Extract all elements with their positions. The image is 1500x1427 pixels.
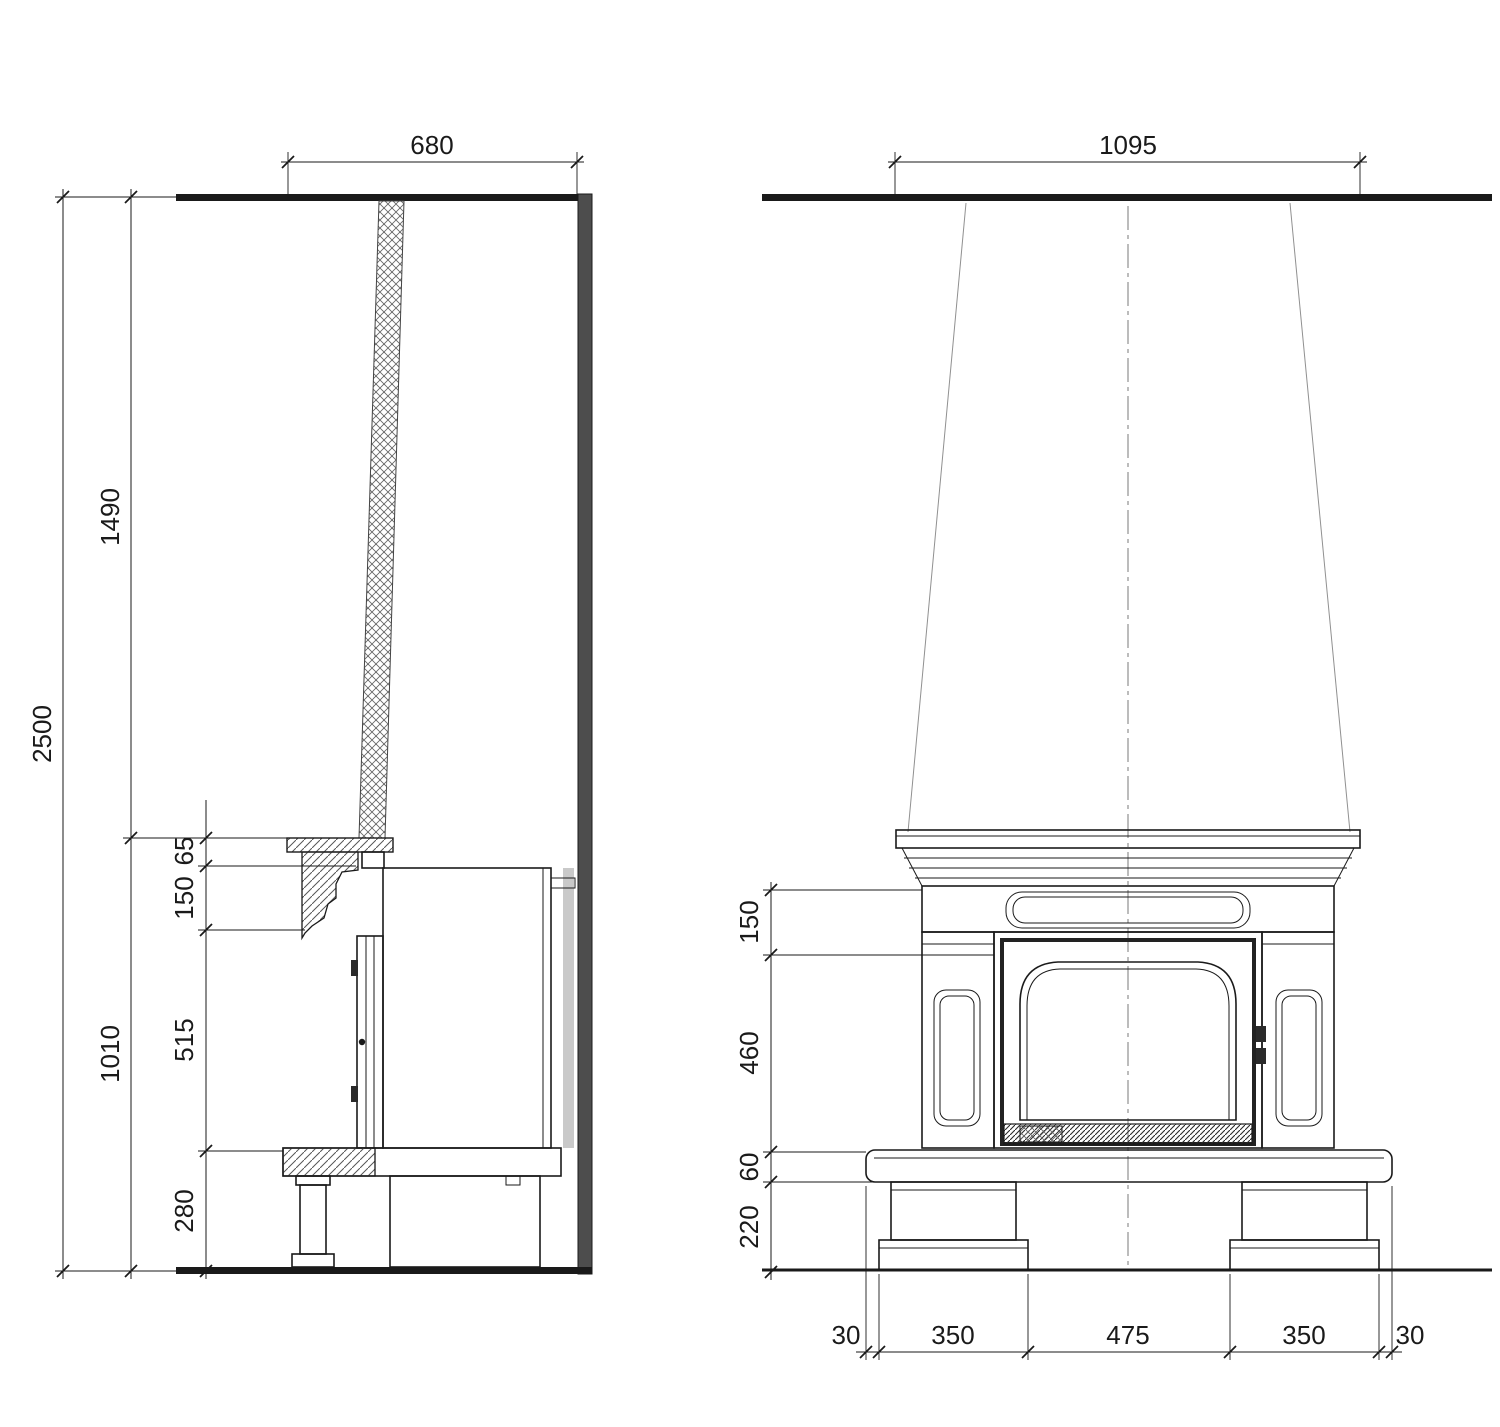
front-grill-strip [1003, 1123, 1253, 1145]
side-ceiling-line [176, 194, 592, 201]
dim-label-350-left: 350 [931, 1320, 974, 1350]
side-door-hinge-bottom [351, 1086, 358, 1102]
front-firebox-door [993, 931, 1266, 1149]
dim-label-220: 220 [734, 1205, 764, 1248]
front-door-hinge-top [1256, 1026, 1266, 1042]
side-wall-anchor [550, 877, 576, 889]
front-door-glass-arch [1019, 961, 1237, 1121]
front-column-right-panel [1275, 989, 1323, 1127]
front-view: 1095 150 460 60 220 [734, 130, 1492, 1360]
front-foot-right [1229, 1181, 1380, 1271]
side-wall-gap-strip [563, 868, 574, 1148]
side-foot-base [291, 1253, 335, 1268]
side-foot-body [299, 1184, 327, 1255]
dim-label-30-left: 30 [832, 1320, 861, 1350]
front-ceiling-line [762, 194, 1492, 201]
side-door-hinge-top [351, 960, 358, 976]
hood-taper-left [907, 202, 967, 833]
dim-label-1095: 1095 [1099, 130, 1157, 160]
side-foot-cap [295, 1175, 331, 1186]
dim-label-1010: 1010 [95, 1025, 125, 1083]
side-crown-molding-profile [301, 851, 359, 941]
dim-label-150-front: 150 [734, 900, 764, 943]
hood-taper-right [1289, 202, 1351, 833]
dim-label-350-right: 350 [1282, 1320, 1325, 1350]
side-chimney-flue [358, 200, 405, 839]
front-column-left [921, 931, 995, 1149]
dim-label-30-right: 30 [1396, 1320, 1425, 1350]
side-mantel-shelf-section [286, 837, 394, 941]
dim-label-60: 60 [734, 1153, 764, 1182]
side-flue-connector [361, 851, 385, 869]
dim-label-460: 460 [734, 1031, 764, 1074]
side-dimensions: 680 2500 1490 1010 [27, 130, 584, 1279]
dim-label-1490: 1490 [95, 488, 125, 546]
front-mantel [895, 829, 1361, 933]
front-grill-ornament [1019, 1125, 1063, 1143]
dim-label-150-side: 150 [169, 876, 199, 919]
front-door-hinge-bottom [1256, 1048, 1266, 1064]
dim-label-65: 65 [169, 837, 199, 866]
side-pedestal [389, 1175, 541, 1268]
side-wall-section [577, 193, 593, 1275]
front-column-left-panel [933, 989, 981, 1127]
front-frieze-panel [1005, 891, 1251, 929]
dim-label-280: 280 [169, 1189, 199, 1232]
dim-label-680: 680 [410, 130, 453, 160]
side-pedestal-notch [505, 1175, 521, 1186]
side-floor-line [176, 1267, 592, 1274]
front-dimensions: 1095 150 460 60 220 [734, 130, 1424, 1360]
dim-label-475: 475 [1106, 1320, 1149, 1350]
side-firebox [351, 867, 576, 1149]
front-foot-left [878, 1181, 1029, 1271]
dim-label-2500: 2500 [27, 705, 57, 763]
side-base [291, 1175, 541, 1268]
dim-label-515: 515 [169, 1018, 199, 1061]
side-firebox-door [351, 935, 384, 1149]
side-door-handle [358, 1038, 366, 1046]
front-column-right [1261, 931, 1335, 1149]
side-view: 680 2500 1490 1010 [27, 130, 593, 1279]
front-mantel-shelf [895, 829, 1361, 849]
front-hearth-bench [865, 1149, 1393, 1183]
side-hearth-bench [282, 1147, 562, 1177]
